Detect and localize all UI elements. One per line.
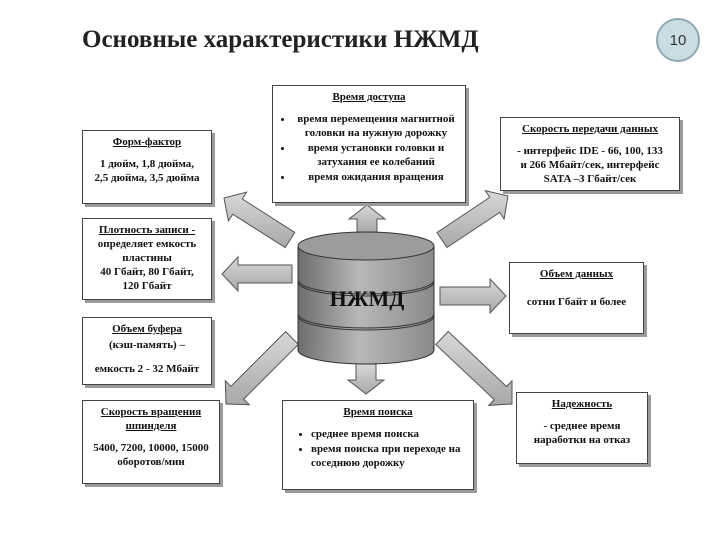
rotation-heading: Скорость вращения — [100, 406, 202, 418]
reliability-line: наработки на отказ — [533, 434, 631, 447]
seek-time-list: среднее время поиска время поиска при пе… — [289, 427, 467, 470]
access-time-heading: Время доступа — [332, 91, 406, 103]
density-line: 120 Гбайт — [122, 280, 172, 293]
density-line: 40 Гбайт, 80 Гбайт, — [100, 266, 194, 279]
list-item: среднее время поиска — [311, 427, 467, 441]
form-factor-line: 1 дюйм, 1,8 дюйма, — [99, 158, 195, 171]
arrow-down — [346, 363, 386, 395]
form-factor-line: 2,5 дюйма, 3,5 дюйма — [94, 172, 200, 185]
arrow-up — [347, 204, 387, 233]
reliability-heading: Надежность — [551, 398, 613, 410]
density-line: пластины — [122, 252, 172, 265]
transfer-speed-line: - интерфейс IDE - 66, 100, 133 — [517, 145, 663, 158]
arrow-up-right — [436, 189, 509, 249]
arrow-up-left — [223, 191, 296, 249]
list-item: время перемещения магнитной головки на н… — [293, 112, 459, 140]
slide-title: Основные характеристики НЖМД — [82, 26, 479, 53]
reliability-box: Надежность - среднее время наработки на … — [516, 392, 648, 464]
arrow-left — [221, 255, 293, 293]
transfer-speed-heading: Скорость передачи данных — [522, 123, 658, 135]
density-heading-text: Плотность записи - — [98, 224, 196, 236]
buffer-line: емкость 2 - 32 Мбайт — [94, 363, 200, 376]
data-volume-heading: Объем данных — [539, 268, 614, 280]
recording-density-box: Плотность записи - определяет емкость пл… — [82, 218, 212, 300]
arrow-down-right — [435, 330, 513, 406]
form-factor-box: Форм-фактор 1 дюйм, 1,8 дюйма, 2,5 дюйма… — [82, 130, 212, 204]
data-volume-box: Объем данных сотни Гбайт и более — [509, 262, 644, 334]
seek-time-heading: Время поиска — [343, 406, 413, 418]
arrow-down-left — [224, 330, 300, 406]
arrow-right — [439, 277, 507, 315]
hdd-cylinder — [297, 231, 435, 365]
density-heading: Плотность записи - — [89, 223, 205, 237]
hdd-label: НЖМД — [329, 286, 405, 311]
access-time-box: Время доступа время перемещения магнитно… — [272, 85, 466, 203]
rotation-heading-line2: шпинделя — [125, 420, 177, 433]
rotation-speed-box: Скорость вращения шпинделя 5400, 7200, 1… — [82, 400, 220, 484]
transfer-speed-line: и 266 Мбайт/сек, интерфейс — [520, 159, 660, 172]
rotation-line: оборотов/мин — [117, 456, 185, 469]
data-volume-line: сотни Гбайт и более — [526, 296, 627, 309]
seek-time-box: Время поиска среднее время поиска время … — [282, 400, 474, 490]
buffer-size-box: Объем буфера (кэш-память) – емкость 2 - … — [82, 317, 212, 385]
reliability-line: - среднее время — [543, 420, 621, 433]
access-time-list: время перемещения магнитной головки на н… — [279, 112, 459, 184]
transfer-speed-box: Скорость передачи данных - интерфейс IDE… — [500, 117, 680, 191]
density-line: определяет емкость — [97, 238, 197, 251]
transfer-speed-line: SATA –3 Гбайт/сек — [543, 173, 637, 186]
form-factor-heading: Форм-фактор — [112, 136, 182, 148]
page-number-badge: 10 — [656, 18, 700, 62]
list-item: время установки головки и затухания ее к… — [293, 141, 459, 169]
list-item: время ожидания вращения — [293, 170, 459, 184]
buffer-heading: Объем буфера — [112, 323, 182, 335]
rotation-line: 5400, 7200, 10000, 15000 — [93, 442, 209, 455]
list-item: время поиска при переходе на соседнюю до… — [311, 442, 467, 470]
buffer-line: (кэш-память) – — [109, 339, 185, 352]
